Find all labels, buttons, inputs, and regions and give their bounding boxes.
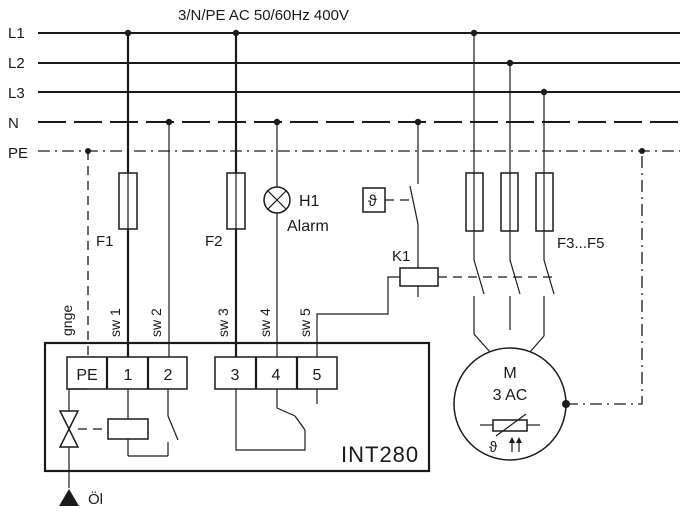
k1-contact-1 [473,259,485,295]
arrow-up-icon [509,437,522,452]
alarm-lamp-label: Alarm [287,218,329,235]
wire-label-sw2: sw 2 [148,308,164,337]
terminal-5: 5 [313,367,322,384]
wire-label-sw1: sw 1 [107,308,123,337]
motor-sensor-symbol: ϑ [489,439,498,456]
internal-alarm-contact [235,389,318,451]
terminal-1: 1 [124,367,133,384]
int280-enclosure [43,341,431,473]
fuse-f2-label: F2 [205,233,223,250]
motor-pe-wire [566,151,643,405]
terminal-block-left [66,356,188,390]
device-name: INT280 [341,442,419,467]
bus-label-pe: PE [8,145,28,162]
thermostat-contact [409,185,419,225]
fuse-f1-label: F1 [96,233,114,250]
k1-contact-3 [543,259,555,295]
motor-feed [465,33,555,353]
bus-label-n: N [8,115,19,132]
relay-coil [107,418,149,440]
terminal-3: 3 [231,367,240,384]
bus-label-l1: L1 [8,25,25,42]
supply-label: 3/N/PE AC 50/60Hz 400V [178,7,349,24]
contactor-k1-label: K1 [392,248,410,265]
terminal-5-to-k1-wire [316,276,400,357]
fuse-f3-f5-label: F3...F5 [557,235,605,252]
motor-type: 3 AC [493,387,528,404]
bus-label-l2: L2 [8,55,25,72]
bus-label-l3: L3 [8,85,25,102]
thermostat-symbol: ϑ [368,193,377,210]
contactor-k1-coil [399,267,439,287]
terminal-2: 2 [164,367,173,384]
wire-label-sw5: sw 5 [297,308,313,337]
terminal-block-right [214,356,338,390]
internal-valve-relay [78,389,179,457]
wire-label-sw3: sw 3 [215,308,231,337]
terminal-4: 4 [272,367,281,384]
motor-name: M [503,365,516,382]
terminal-pe: PE [76,367,97,384]
oil-valve-marker-icon [59,489,79,506]
wire-label-gnge: gnge [59,305,75,336]
valve-label: Öl [88,490,103,508]
relay-contact [167,415,179,441]
wire-label-sw4: sw 4 [257,308,273,337]
k1-contact-2 [509,259,521,295]
alarm-contact [276,407,296,417]
oil-valve-icon [58,389,80,506]
alarm-lamp-name: H1 [299,193,320,210]
wire-labels: gnge sw 1 sw 2 sw 3 sw 4 sw 5 [59,305,313,337]
